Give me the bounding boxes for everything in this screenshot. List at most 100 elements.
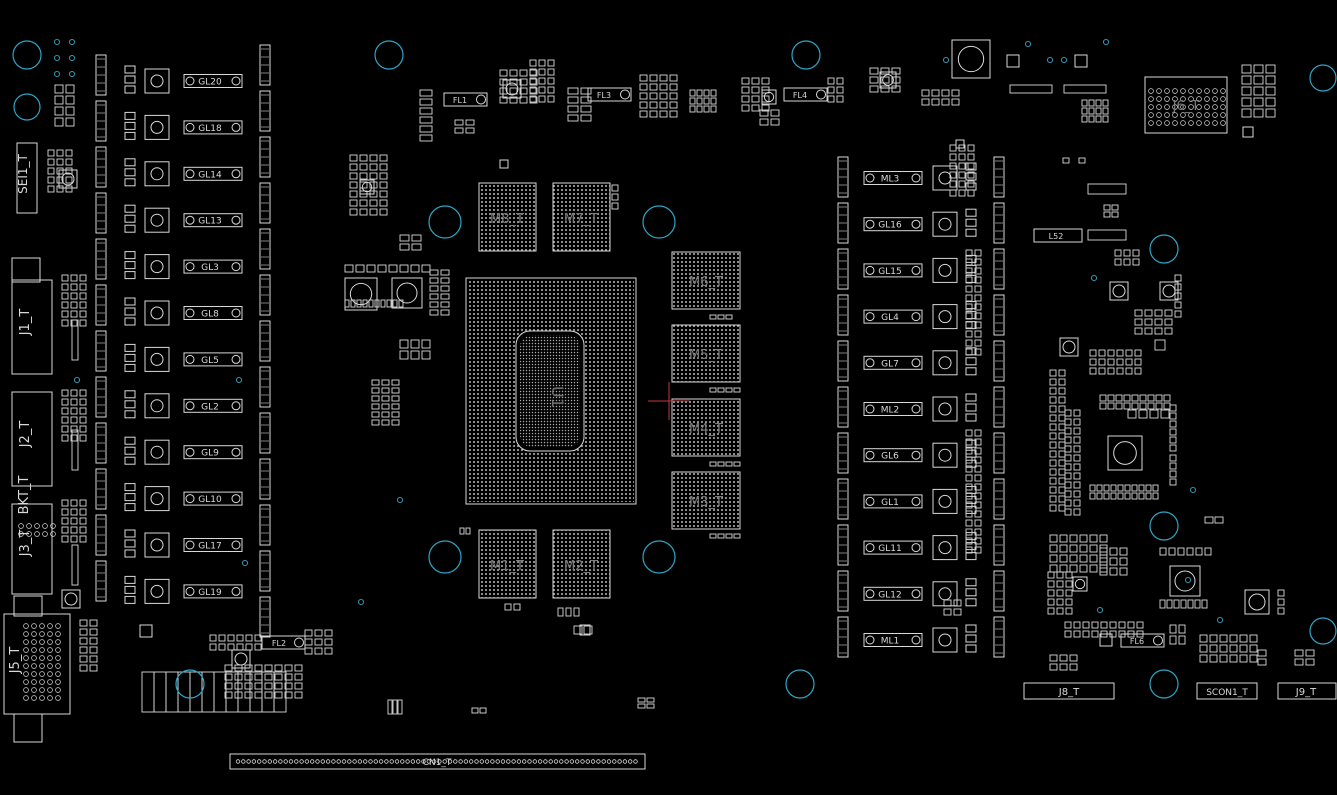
inductor-label: GL8 bbox=[201, 310, 219, 320]
gpu-label: U1 bbox=[548, 386, 567, 408]
capacitor-strip bbox=[837, 248, 849, 290]
filter-label-fl4: FL4 bbox=[793, 91, 807, 100]
inductor-gl7: GL7 bbox=[863, 347, 977, 376]
connector-j5: J5_T bbox=[3, 595, 71, 743]
pcie-pins bbox=[235, 759, 638, 764]
capacitor-strip bbox=[259, 228, 271, 270]
capacitor-strip bbox=[837, 386, 849, 428]
filter-fl3: FL3 bbox=[587, 87, 632, 102]
inductor-ml2: ML2 bbox=[863, 393, 977, 422]
filter-label-fl3: FL3 bbox=[597, 91, 611, 100]
inductor-gl4: GL4 bbox=[863, 301, 977, 330]
memory-label-m7: M7_T bbox=[564, 212, 598, 227]
capacitor-strip bbox=[259, 504, 271, 546]
inductor-gl14: GL14 bbox=[124, 158, 243, 187]
capacitor-strip bbox=[993, 386, 1005, 428]
capacitor-strip bbox=[837, 156, 849, 198]
capacitor-strip bbox=[95, 100, 107, 142]
connector-scon1: SCON1_T bbox=[1196, 682, 1258, 700]
inductor-ml1: ML1 bbox=[863, 624, 977, 653]
connector-label-j9: J9_T bbox=[1295, 687, 1317, 698]
inductor-label: GL13 bbox=[198, 217, 221, 227]
capacitor-strip bbox=[259, 274, 271, 316]
capacitor-strip bbox=[95, 146, 107, 188]
memory-m6: M6_T bbox=[671, 251, 741, 310]
inductor-label: GL20 bbox=[198, 78, 222, 88]
inductor-ml3: ML3 bbox=[863, 162, 977, 191]
memory-m4: M4_T bbox=[671, 398, 741, 457]
connector-label-j2: J2_T bbox=[18, 421, 33, 449]
capacitor-strip bbox=[95, 560, 107, 602]
connector-label-l52: L52 bbox=[1049, 232, 1064, 241]
inductor-label: ML3 bbox=[881, 175, 900, 185]
gpu-footprint: U1 bbox=[465, 277, 637, 505]
capacitor-strip bbox=[993, 248, 1005, 290]
capacitor-strip bbox=[837, 202, 849, 244]
inductor-label: GL18 bbox=[198, 124, 222, 134]
inductor-gl15: GL15 bbox=[863, 254, 977, 283]
connector-j3: J3_T bbox=[11, 503, 53, 595]
inductor-gl12: GL12 bbox=[863, 578, 977, 607]
filter-fl4: FL4 bbox=[783, 87, 828, 102]
inductor-gl10: GL10 bbox=[124, 483, 243, 512]
inductor-gl11: GL11 bbox=[863, 532, 977, 561]
memory-label-m1: M1_T bbox=[490, 559, 524, 574]
capacitor-strip bbox=[95, 514, 107, 556]
inductor-gl6: GL6 bbox=[863, 439, 977, 468]
capacitor-strip bbox=[259, 596, 271, 638]
mounting-holes bbox=[12, 38, 1337, 699]
capacitor-strip bbox=[993, 156, 1005, 198]
inductor-gl5: GL5 bbox=[124, 343, 243, 372]
memory-label-m6: M6_T bbox=[689, 275, 723, 290]
inductor-label: ML2 bbox=[881, 406, 900, 416]
left-inductor-column: GL20GL18GL14GL13GL3GL8GL5GL2GL9GL10GL17G… bbox=[124, 65, 243, 604]
memory-label-m2: M2_T bbox=[564, 559, 598, 574]
memory-m5: M5_T bbox=[671, 324, 741, 383]
inductor-gl1: GL1 bbox=[863, 485, 977, 514]
inductor-label: GL1 bbox=[881, 498, 899, 508]
capacitor-strip bbox=[837, 616, 849, 658]
inductor-gl3: GL3 bbox=[124, 251, 243, 280]
connector-label-bkt: BKT_T bbox=[17, 476, 32, 515]
inductor-label: GL14 bbox=[198, 170, 222, 180]
connector-label-j1: J1_T bbox=[18, 309, 33, 337]
filter-fl1: FL1 bbox=[443, 92, 488, 107]
mounting-hole bbox=[175, 669, 205, 699]
capacitor-strip bbox=[95, 376, 107, 418]
capacitor-strip bbox=[95, 192, 107, 234]
capacitor-strip bbox=[837, 340, 849, 382]
mounting-hole bbox=[428, 540, 462, 574]
mounting-hole bbox=[1149, 669, 1179, 699]
mounting-hole bbox=[642, 205, 676, 239]
inductor-label: GL9 bbox=[201, 449, 219, 459]
filter-fl6: FL6 bbox=[1120, 633, 1165, 648]
mounting-hole bbox=[1309, 64, 1337, 92]
filter-label-fl6: FL6 bbox=[1130, 637, 1144, 646]
inductor-label: GL5 bbox=[201, 356, 219, 366]
inductor-gl19: GL19 bbox=[124, 575, 243, 604]
capacitor-strip bbox=[95, 238, 107, 280]
component-footprints bbox=[18, 39, 1315, 715]
capacitor-strip bbox=[993, 570, 1005, 612]
connector-j6: J6_T bbox=[1144, 76, 1228, 134]
capacitor-strip bbox=[993, 294, 1005, 336]
inductor-label: GL11 bbox=[878, 544, 901, 554]
filter-label-fl1: FL1 bbox=[453, 96, 467, 105]
capacitor-strip bbox=[993, 340, 1005, 382]
capacitor-strip bbox=[95, 468, 107, 510]
capacitor-strip bbox=[259, 320, 271, 362]
mounting-hole bbox=[1309, 617, 1337, 645]
capacitor-strip bbox=[837, 432, 849, 474]
capacitor-strip bbox=[259, 366, 271, 408]
capacitor-strip bbox=[993, 478, 1005, 520]
inductor-gl17: GL17 bbox=[124, 529, 243, 558]
inductor-label: GL6 bbox=[881, 452, 899, 462]
connector-label-j5: J5_T bbox=[8, 647, 23, 675]
inductor-label: GL19 bbox=[198, 588, 222, 598]
connector-j1: J1_T bbox=[11, 257, 53, 375]
connector-bkt: BKT_T bbox=[17, 476, 32, 515]
inductor-gl20: GL20 bbox=[124, 65, 243, 94]
mounting-hole bbox=[428, 205, 462, 239]
inductor-gl9: GL9 bbox=[124, 436, 243, 465]
